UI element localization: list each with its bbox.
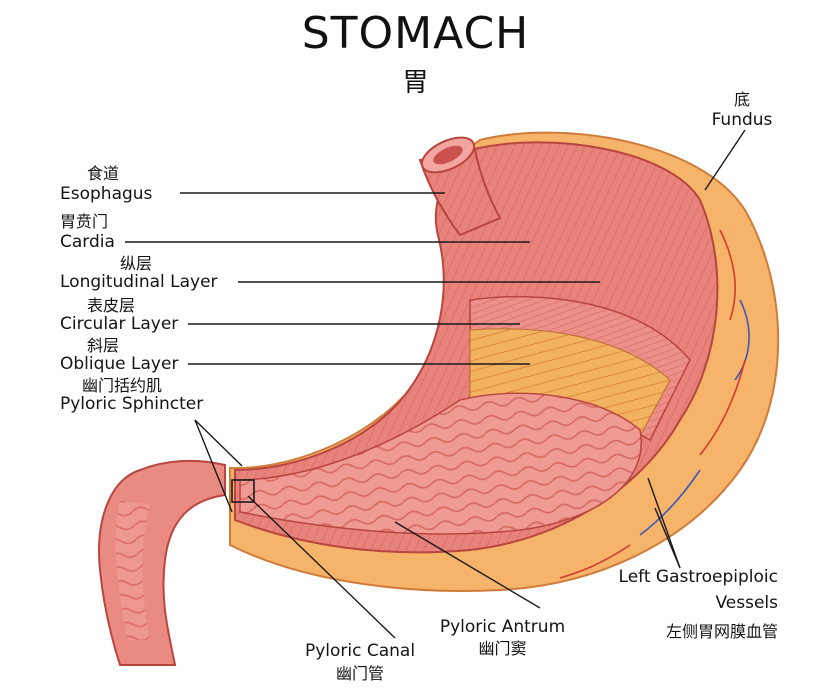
duodenum-mucosa [115, 500, 150, 640]
gastroepiploic-label-line2: Vessels [715, 593, 778, 613]
fundus-label: Fundus [711, 110, 773, 130]
pyloric-canal-label-cn: 幽门管 [335, 664, 384, 683]
longitudinal-label: Longitudinal Layer [60, 272, 218, 292]
pyloric-canal-label: Pyloric Canal [304, 641, 416, 661]
pyloric-sphincter-marker [231, 479, 255, 503]
esophagus-label-cn: 食道 [87, 164, 120, 183]
mucosa-rugae [239, 392, 642, 535]
cardia-label: Cardia [60, 232, 115, 252]
circular-label-cn: 表皮层 [87, 296, 136, 315]
gastroepiploic-label-cn: 左侧胃网膜血管 [665, 622, 778, 641]
pyloric-sphincter-label-cn: 幽门括约肌 [82, 376, 163, 395]
circular-label: Circular Layer [60, 314, 179, 334]
leader-lines [125, 129, 746, 639]
pyloric-antrum-label: Pyloric Antrum [439, 617, 566, 637]
gastroepiploic-label-line1: Left Gastroepiploic [618, 567, 778, 587]
oblique-label: Oblique Layer [60, 354, 179, 374]
fundus-label-cn: 底 [733, 90, 750, 109]
esophagus-label: Esophagus [60, 184, 153, 204]
esophagus-lumen [433, 145, 463, 165]
cardia-label-cn: 胃贲门 [60, 212, 109, 231]
oblique-label-cn: 斜层 [87, 336, 120, 355]
longitudinal-label-cn: 纵层 [120, 254, 153, 273]
page-title: STOMACH [301, 8, 530, 59]
vessels [559, 229, 750, 579]
page-title-cn: 胃 [402, 68, 429, 98]
pyloric-antrum-label-cn: 幽门窦 [478, 639, 527, 658]
pyloric-sphincter-label: Pyloric Sphincter [60, 394, 204, 414]
